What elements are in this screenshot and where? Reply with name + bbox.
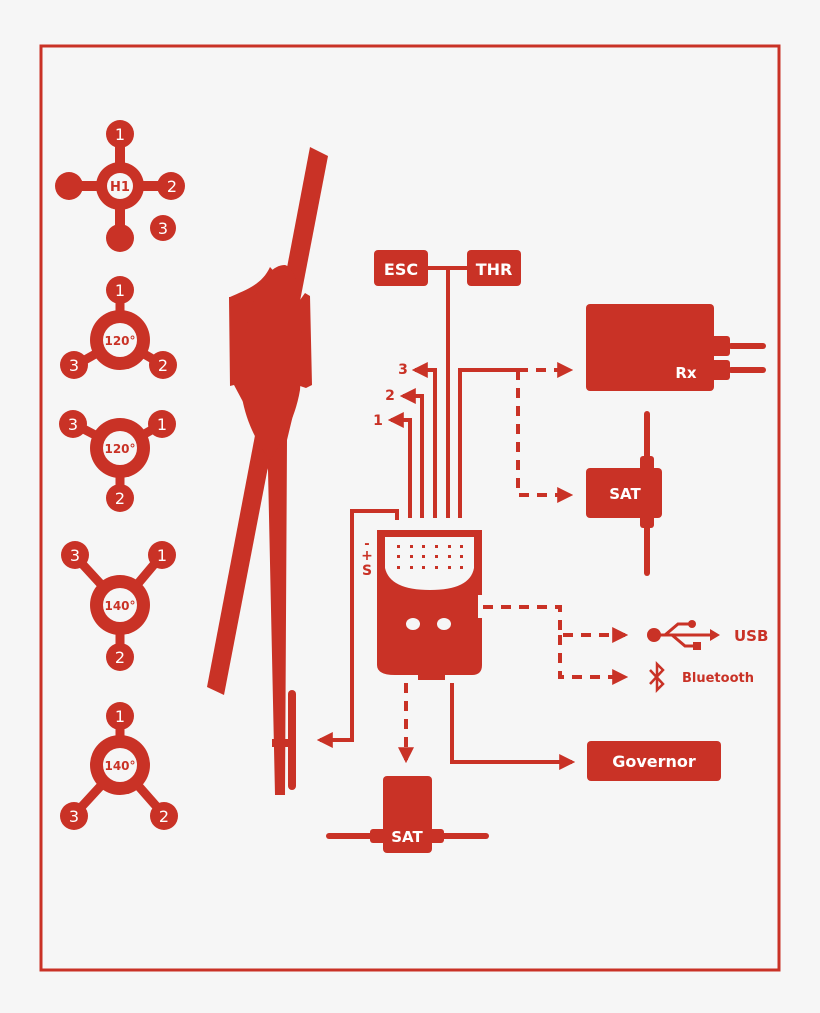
svg-text:Governor: Governor (612, 752, 696, 771)
svg-text:2: 2 (159, 807, 169, 826)
swash-h1[interactable]: H1 1 2 3 (55, 120, 185, 252)
swash-140-b[interactable]: 140° 1 2 3 (60, 702, 178, 830)
helicopter-icon (207, 147, 328, 795)
svg-text:1: 1 (157, 415, 167, 434)
dashed-wires (398, 362, 629, 764)
svg-text:ESC: ESC (384, 260, 418, 279)
svg-text:2: 2 (115, 648, 125, 667)
servo-output-1: 1 (373, 413, 383, 429)
svg-text:2: 2 (115, 489, 125, 508)
port-minus: - (364, 537, 369, 552)
led-right-icon (437, 618, 451, 630)
satellite-bottom-block[interactable]: SAT (326, 776, 489, 853)
satellite-right-block[interactable]: SAT (586, 411, 662, 576)
led-left-icon (406, 618, 420, 630)
thr-block[interactable]: THR (467, 250, 521, 286)
svg-text:1: 1 (115, 125, 125, 144)
svg-text:SAT: SAT (391, 828, 423, 846)
svg-text:3: 3 (69, 356, 79, 375)
svg-text:SAT: SAT (609, 485, 641, 503)
governor-block[interactable]: Governor (587, 741, 721, 781)
bluetooth-icon[interactable] (649, 660, 665, 694)
usb-icon[interactable] (647, 620, 720, 650)
svg-text:120°: 120° (104, 442, 135, 456)
svg-text:3: 3 (70, 546, 80, 565)
swash-120-a[interactable]: 120° 1 2 3 (60, 276, 177, 379)
svg-text:140°: 140° (104, 599, 135, 613)
svg-text:3: 3 (158, 219, 168, 238)
svg-text:3: 3 (68, 415, 78, 434)
port-signal: S (362, 563, 372, 579)
port-plus: + (361, 548, 373, 564)
svg-text:2: 2 (167, 177, 177, 196)
servo-output-2: 2 (385, 388, 395, 404)
rx-block[interactable]: Rx (586, 304, 766, 391)
swash-center-label: H1 (110, 180, 130, 195)
wires (316, 266, 576, 770)
flybarless-controller[interactable] (377, 530, 482, 680)
swash-140-a[interactable]: 140° 1 2 3 (61, 541, 176, 671)
svg-text:THR: THR (476, 260, 513, 279)
servo-output-3: 3 (398, 362, 408, 378)
svg-text:Rx: Rx (675, 364, 697, 382)
swash-120-b[interactable]: 120° 1 2 3 (59, 410, 176, 512)
svg-text:1: 1 (115, 707, 125, 726)
svg-text:1: 1 (157, 546, 167, 565)
frame-border (39, 44, 781, 972)
esc-block[interactable]: ESC (374, 250, 428, 286)
svg-text:140°: 140° (104, 759, 135, 773)
svg-text:120°: 120° (104, 334, 135, 348)
svg-text:1: 1 (115, 281, 125, 300)
usb-label: USB (734, 627, 768, 645)
svg-text:2: 2 (158, 356, 168, 375)
svg-text:3: 3 (69, 807, 79, 826)
bluetooth-label: Bluetooth (682, 671, 754, 686)
